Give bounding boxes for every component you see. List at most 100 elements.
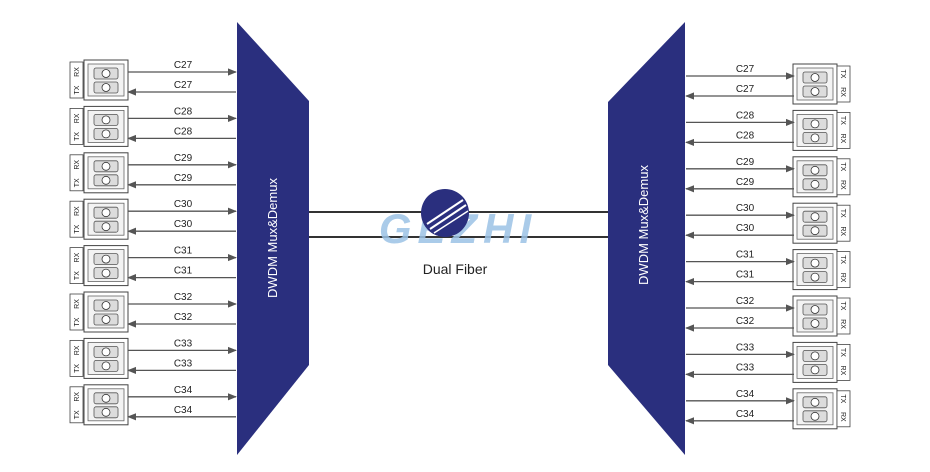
rx-label: RX — [839, 319, 846, 329]
port-ferrule — [101, 115, 111, 125]
txrx-label-box — [836, 390, 851, 428]
txrx-label-box — [69, 386, 84, 424]
channel-rows: TXRXC27C27TXRXC27C27TXRXC28C28TXRXC28C28… — [69, 59, 851, 430]
right-mux: DWDM Mux&Demux — [608, 22, 685, 455]
left-channel-label-rx: C31 — [174, 266, 193, 277]
left-channel-label-rx: C27 — [174, 80, 193, 91]
tx-label: TX — [74, 224, 81, 233]
tx-label: TX — [839, 394, 846, 403]
port-ferrule — [810, 272, 820, 282]
tx-label: TX — [74, 85, 81, 94]
left-channel-label-rx: C33 — [174, 358, 193, 369]
rx-label: RX — [74, 160, 81, 170]
right-transceiver-4: TX RX — [792, 249, 851, 291]
port-ferrule — [810, 258, 820, 268]
rx-label: RX — [74, 345, 81, 355]
port-ferrule — [101, 69, 111, 78]
port-ferrule — [101, 268, 111, 278]
port-ferrule — [101, 393, 111, 403]
rx-label: RX — [74, 113, 81, 123]
rx-label: RX — [839, 134, 846, 144]
rx-label: RX — [74, 206, 81, 216]
txrx-label-box — [69, 339, 84, 377]
right-channel-label-tx: C30 — [736, 203, 755, 214]
port-ferrule — [810, 212, 820, 222]
fiber-label: Dual Fiber — [423, 261, 488, 277]
left-transceiver-6: TX RX — [69, 337, 129, 379]
right-channel-label-tx: C28 — [736, 110, 755, 121]
right-transceiver-7: TX RX — [792, 388, 851, 430]
port-ferrule — [810, 73, 820, 82]
rx-label: RX — [839, 273, 846, 283]
left-channel-label-tx: C29 — [174, 153, 193, 164]
right-channel-label-tx: C31 — [736, 250, 755, 261]
txrx-label-box — [836, 65, 851, 103]
port-ferrule — [810, 119, 820, 129]
rx-label: RX — [839, 412, 846, 422]
tx-label: TX — [74, 132, 81, 141]
left-transceiver-1: TX RX — [69, 105, 129, 147]
tx-label: TX — [839, 255, 846, 264]
port-ferrule — [101, 361, 111, 371]
port-ferrule — [810, 351, 820, 361]
port-ferrule — [101, 161, 111, 171]
txrx-label-box — [836, 158, 851, 196]
right-mux-block — [608, 22, 685, 455]
rx-label: RX — [839, 180, 846, 190]
port-ferrule — [810, 133, 820, 143]
txrx-label-box — [836, 251, 851, 289]
tx-label: TX — [74, 317, 81, 326]
left-channel-label-rx: C32 — [174, 312, 193, 323]
right-channel-label-rx: C29 — [736, 177, 755, 188]
left-transceiver-3: TX RX — [69, 198, 129, 240]
right-channel-label-rx: C30 — [736, 223, 755, 234]
rx-label: RX — [839, 226, 846, 236]
tx-label: TX — [74, 271, 81, 280]
port-ferrule — [810, 179, 820, 189]
txrx-label-box — [836, 112, 851, 149]
left-channel-label-rx: C34 — [174, 405, 193, 416]
tx-label: TX — [74, 178, 81, 187]
txrx-label-box — [836, 297, 851, 335]
tx-label: TX — [74, 364, 81, 373]
left-channel-label-rx: C30 — [174, 219, 193, 230]
right-channel-label-tx: C32 — [736, 296, 755, 307]
port-ferrule — [810, 165, 820, 175]
left-channel-label-tx: C28 — [174, 106, 193, 117]
rx-label: RX — [74, 392, 81, 402]
port-ferrule — [101, 315, 111, 324]
right-channel-label-rx: C33 — [736, 362, 755, 373]
right-channel-label-tx: C29 — [736, 157, 755, 168]
tx-label: TX — [839, 162, 846, 171]
left-channel-label-tx: C31 — [174, 246, 193, 257]
left-mux-block — [237, 22, 309, 455]
globe-logo-icon — [421, 189, 469, 237]
left-channel-label-tx: C32 — [174, 292, 193, 303]
tx-label: TX — [839, 70, 846, 79]
left-channel-label-rx: C28 — [174, 126, 193, 137]
left-channel-label-rx: C29 — [174, 173, 193, 184]
port-ferrule — [810, 365, 820, 375]
left-channel-label-tx: C27 — [174, 60, 193, 71]
port-ferrule — [101, 254, 111, 264]
right-channel-label-rx: C27 — [736, 84, 755, 95]
right-transceiver-2: TX RX — [792, 156, 851, 198]
txrx-label-box — [69, 154, 84, 192]
right-channel-label-rx: C28 — [736, 130, 755, 141]
txrx-label-box — [69, 247, 84, 285]
rx-label: RX — [839, 87, 846, 97]
port-ferrule — [101, 83, 111, 92]
port-ferrule — [810, 305, 820, 314]
watermark-logo: GEZHI — [379, 189, 531, 252]
right-mux-label: DWDM Mux&Demux — [636, 165, 651, 285]
left-mux: DWDM Mux&Demux — [237, 22, 309, 455]
right-channel-label-rx: C32 — [736, 316, 755, 327]
